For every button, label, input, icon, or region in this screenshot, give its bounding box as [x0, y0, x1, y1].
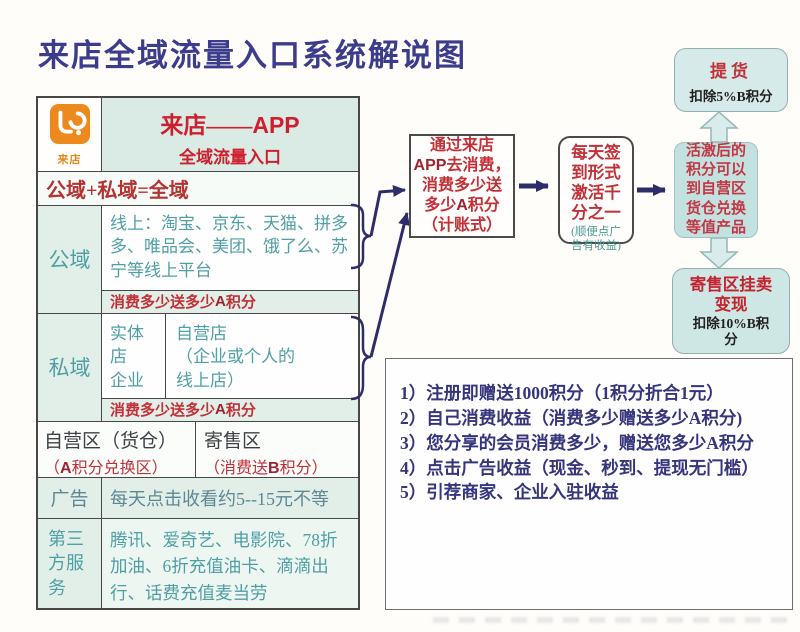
brand-name: 来店: [160, 113, 207, 138]
bonus-text: 积分: [225, 295, 256, 312]
signin-note: (顺便点广 告有收益): [571, 225, 621, 252]
consignment-zone-cell: 寄售区 （消费送B积分）: [196, 421, 358, 478]
self-operated-zone-cell: 自营区（货仓） （A积分兑换区）: [38, 421, 196, 478]
brand-dash: ——: [206, 113, 253, 138]
self-zone-title: 自营区（货仓）: [44, 430, 178, 452]
block-arrow-down-icon: [699, 237, 739, 270]
pickup-deduction: 扣除5%B积分: [689, 89, 773, 104]
watermark-smudge: [433, 617, 791, 623]
public-domain-row: 公域 线上：淘宝、京东、天猫、拼多多、唯品会、美团、饿了么、苏宁等线上平台 消费…: [38, 204, 358, 313]
consume-via-app-box: 通过来店 APP去消费， 消费多少送 多少A积分 （计账式）: [409, 134, 515, 238]
page-title: 来店全域流量入口系统解说图: [38, 38, 467, 73]
consign-zone-subtitle: （消费送B积分）: [204, 454, 354, 478]
formula-row: 公域+私域=全域: [38, 171, 358, 205]
zone-sub-text: 积分）: [279, 459, 328, 477]
consume-token-a: A: [456, 197, 468, 214]
consume-line: （计账式）: [421, 217, 502, 234]
table-header-row: 来店 来店——APP 全域流量入口: [38, 98, 358, 172]
daily-signin-box: 每天签 到形式 激活千 分之一(顺便点广 告有收益): [558, 136, 634, 252]
benefits-list: 1）注册即赠送1000积分（1积分折合1元） 2）自己消费收益（消费多少赠送多少…: [385, 358, 793, 610]
benefit-item: 2）自己消费收益（消费多少赠送多少A积分): [400, 407, 743, 428]
bonus-text: 消费多少送多少: [110, 295, 216, 312]
resell-title: 寄售区挂卖 变现: [689, 275, 773, 314]
private-domain-label: 私域: [38, 313, 102, 421]
arrow-private-to-consume: [369, 212, 410, 358]
header-subtitle: 全域流量入口: [179, 148, 281, 167]
block-arrow-up-icon: [699, 110, 739, 143]
zone-token-a: A: [60, 459, 72, 477]
bonus-token-a: A: [215, 293, 226, 311]
entry-table: 来店 来店——APP 全域流量入口 公域+私域=全域 公域 线上：淘宝、京东、天…: [36, 96, 360, 610]
logo-cell: 来店: [38, 98, 102, 172]
self-store-cell: 自营店 （企业或个人的 线上店）: [176, 323, 295, 391]
zone-token-b: B: [268, 459, 280, 477]
bonus-token-a: A: [215, 401, 226, 419]
consign-resell-box: 寄售区挂卖 变现 扣除10%B积 分: [672, 268, 790, 354]
resell-deduction: 扣除10%B积 分: [692, 315, 770, 348]
benefit-item: 5）引荐商家、企业入驻收益: [400, 482, 619, 503]
benefit-item: 3）您分享的会员消费多少，赠送您多少A积分: [400, 432, 754, 453]
laidian-logo-icon: [49, 103, 91, 150]
benefit-item: 4）点击广告收益（现金、秒到、提现无门槛）: [400, 457, 759, 478]
brand-title: 来店——APP: [102, 106, 358, 140]
self-zone-subtitle: （A积分兑换区）: [44, 454, 191, 478]
ads-row: 广告 每天点击收看约5--15元不等: [38, 476, 358, 519]
bonus-text: 积分: [225, 403, 256, 420]
bonus-text: 消费多少送多少: [110, 403, 216, 420]
consume-line: APP去消费，: [414, 156, 511, 176]
ads-label: 广告: [38, 477, 102, 519]
pickup-title: 提货: [710, 62, 752, 81]
third-party-row: 第三方服务 腾讯、爱奇艺、电影院、78折加油、6折充值油卡、滴滴出行、话费充值麦…: [38, 518, 358, 608]
activated-points-box: 活激后的 积分可以 到自营区 货仓兑换 等值产品: [674, 142, 758, 238]
third-party-content: 腾讯、爱奇艺、电影院、78折加油、6折充值油卡、滴滴出行、话费充值麦当劳: [102, 519, 358, 608]
arrow-public-to-consume: [369, 184, 406, 237]
consume-text: 去消费，: [446, 157, 511, 174]
third-party-label: 第三方服务: [38, 519, 102, 608]
signin-text: 每天签 到形式 激活千 分之一: [571, 143, 621, 223]
public-domain-label: 公域: [38, 205, 102, 313]
zones-row: 自营区（货仓） （A积分兑换区） 寄售区 （消费送B积分）: [38, 420, 358, 478]
ads-content: 每天点击收看约5--15元不等: [110, 488, 329, 509]
consume-line: 消费多少送: [421, 177, 502, 194]
zone-sub-text: （: [44, 459, 61, 477]
consign-zone-title: 寄售区: [204, 430, 262, 452]
zone-sub-text: （消费送: [204, 459, 269, 477]
consume-text: 多少: [424, 197, 457, 214]
physical-store-cell: 实体店 企业: [102, 313, 166, 398]
pickup-box: 提货 扣除5%B积分: [674, 48, 788, 112]
consume-text: 积分: [467, 197, 500, 214]
consume-app-token: APP: [413, 157, 447, 174]
logo-label: 来店: [57, 153, 82, 166]
public-platform-list: 线上：淘宝、京东、天猫、拼多多、唯品会、美团、饿了么、苏宁等线上平台: [102, 205, 358, 290]
brand-app: APP: [252, 112, 300, 138]
consume-line: 多少A积分: [424, 196, 500, 216]
zone-sub-text: 积分兑换区）: [71, 459, 168, 477]
header-main-cell: 来店——APP 全域流量入口: [102, 98, 358, 172]
benefit-item: 1）注册即赠送1000积分（1积分折合1元）: [400, 383, 724, 403]
consume-line: 通过来店: [429, 137, 494, 154]
